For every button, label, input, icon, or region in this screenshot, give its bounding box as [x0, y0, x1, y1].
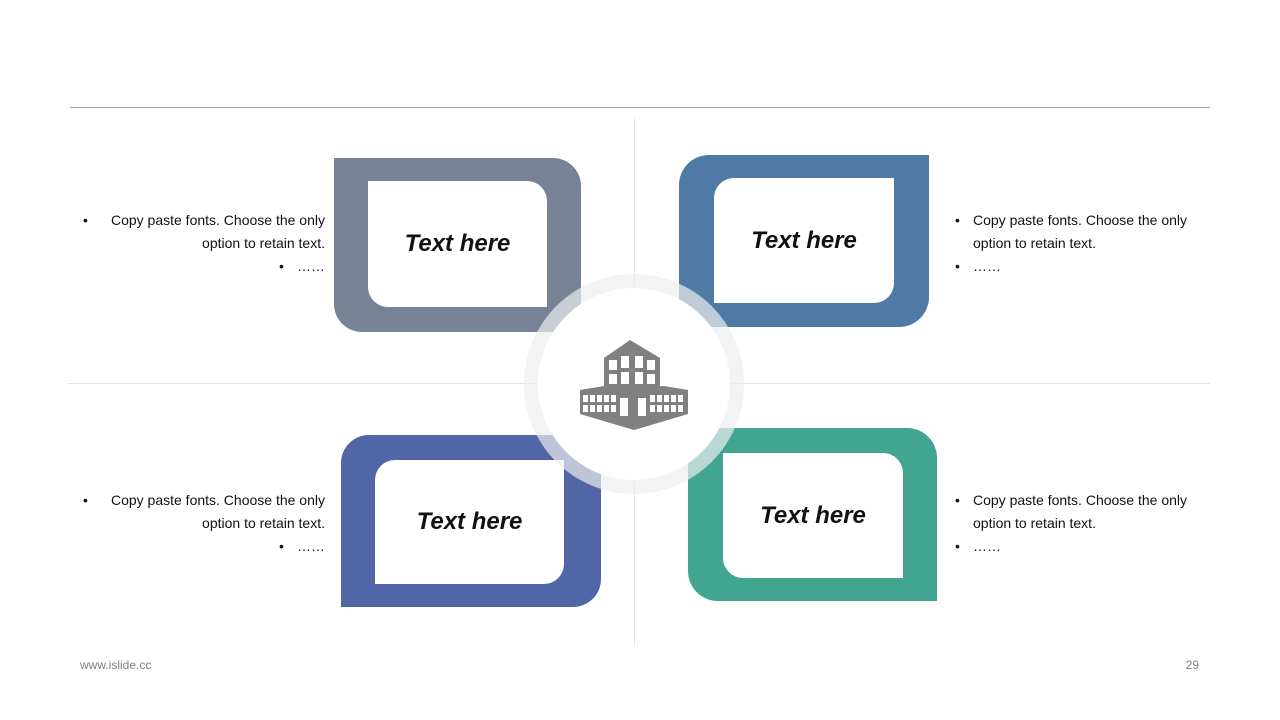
- card-title: Text here: [751, 226, 857, 254]
- card-title: Text here: [760, 501, 866, 529]
- hub-circle: [538, 288, 730, 480]
- bullet-item: ……: [83, 255, 325, 278]
- page-number: 29: [1185, 658, 1199, 672]
- bullets-top-left: Copy paste fonts. Choose the only option…: [83, 209, 325, 278]
- card-top-left: Text here: [334, 158, 581, 332]
- card-bottom-left: Text here: [341, 435, 601, 607]
- top-divider: [70, 107, 1210, 108]
- card-title: Text here: [416, 508, 523, 535]
- bullet-item: ……: [83, 535, 325, 558]
- card-title: Text here: [404, 230, 511, 257]
- card-inner: Text here: [723, 453, 903, 578]
- bullets-bottom-right: Copy paste fonts. Choose the only option…: [955, 489, 1200, 558]
- bullet-item: ……: [955, 535, 1200, 558]
- card-bottom-right: Text here: [688, 428, 937, 601]
- bullet-item: Copy paste fonts. Choose the only option…: [83, 489, 325, 535]
- card-inner: Text here: [375, 460, 564, 584]
- card-inner: Text here: [714, 178, 894, 303]
- bullet-item: Copy paste fonts. Choose the only option…: [83, 209, 325, 255]
- bullets-top-right: Copy paste fonts. Choose the only option…: [955, 209, 1200, 278]
- card-top-right: Text here: [679, 155, 929, 327]
- card-inner: Text here: [368, 181, 547, 307]
- footer-website: www.islide.cc: [80, 658, 152, 672]
- bullet-item: Copy paste fonts. Choose the only option…: [955, 489, 1200, 535]
- bullet-item: ……: [955, 255, 1200, 278]
- bullet-item: Copy paste fonts. Choose the only option…: [955, 209, 1200, 255]
- building-icon: [580, 340, 688, 430]
- bullets-bottom-left: Copy paste fonts. Choose the only option…: [83, 489, 325, 558]
